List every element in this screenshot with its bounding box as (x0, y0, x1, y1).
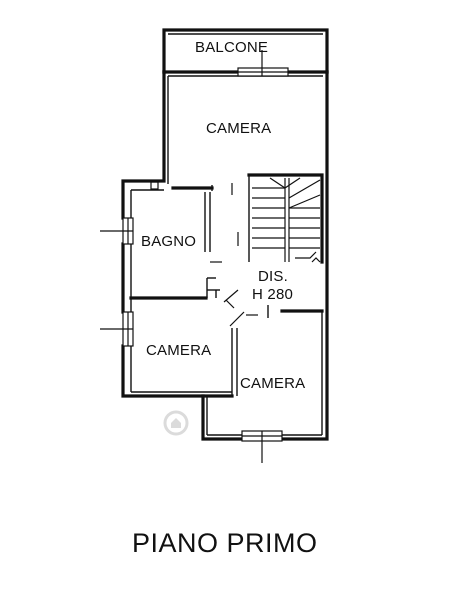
inner-walls (129, 75, 324, 436)
vent-square (150, 181, 159, 190)
watermark-logo (163, 410, 189, 436)
room-label-camera-left: CAMERA (146, 342, 211, 359)
windows (100, 50, 289, 463)
door-marks (210, 183, 258, 327)
room-label-dis: DIS. (258, 268, 288, 285)
room-label-dis-height: H 280 (252, 286, 293, 303)
room-label-camera-right: CAMERA (240, 375, 305, 392)
plan-title: PIANO PRIMO (132, 528, 318, 558)
staircase (252, 177, 321, 263)
balcony (162, 28, 329, 74)
room-label-camera-top: CAMERA (206, 120, 271, 137)
room-label-bagno: BAGNO (141, 233, 196, 250)
room-label-balcone: BALCONE (195, 39, 268, 56)
